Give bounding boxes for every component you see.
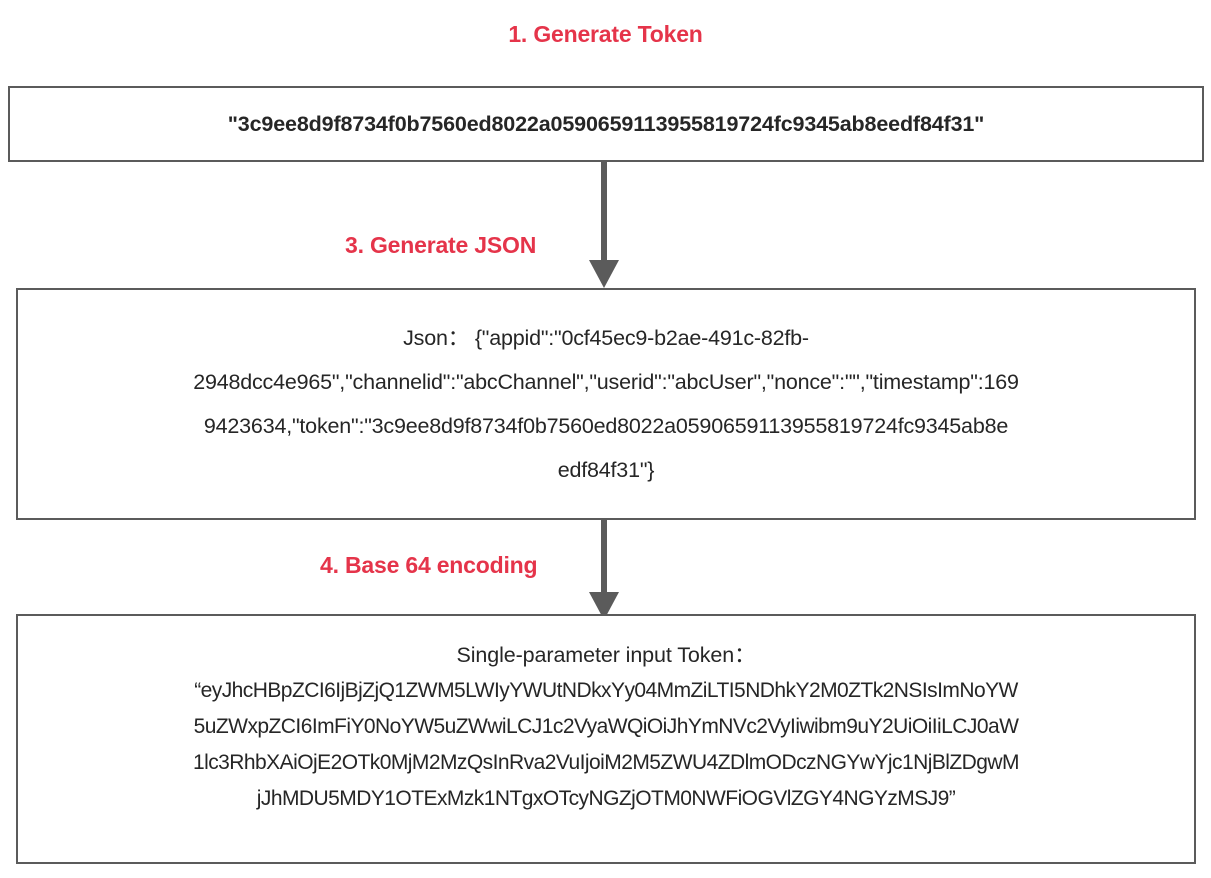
step-heading-generate-json: 3. Generate JSON <box>345 232 537 258</box>
base64-token-box: Single-parameter input Token： “eyJhcHBpZ… <box>16 614 1196 864</box>
base64-line: “eyJhcHBpZCI6IjBjZjQ1ZWM5LWIyYWUtNDkxYy0… <box>194 679 1018 702</box>
json-line: 9423634,"token":"3c9ee8d9f8734f0b7560ed8… <box>203 414 1009 438</box>
arrow-token-to-json-icon <box>585 162 623 293</box>
json-line: edf84f31"} <box>557 458 655 482</box>
arrow-json-to-base64-icon <box>585 520 623 625</box>
json-line: Json： {"appid":"0cf45ec9-b2ae-491c-82fb- <box>403 326 809 350</box>
base64-box-title: Single-parameter input Token： <box>456 643 756 667</box>
base64-line: 1lc3RhbXAiOjE2OTk0MjM2MzQsInRva2VuIjoiM2… <box>192 751 1020 774</box>
step-heading-base64-encoding: 4. Base 64 encoding <box>320 552 538 578</box>
base64-line: jJhMDU5MDY1OTExMzk1NTgxOTcyNGZjOTM0NWFiO… <box>256 787 956 810</box>
base64-line: 5uZWxpZCI6ImFiY0NoYW5uZWwiLCJ1c2VyaWQiOi… <box>193 715 1019 738</box>
token-value: "3c9ee8d9f8734f0b7560ed8022a059065911395… <box>227 111 985 136</box>
token-box: "3c9ee8d9f8734f0b7560ed8022a059065911395… <box>8 86 1204 162</box>
json-box: Json： {"appid":"0cf45ec9-b2ae-491c-82fb-… <box>16 288 1196 520</box>
json-line: 2948dcc4e965","channelid":"abcChannel","… <box>193 370 1019 394</box>
step-heading-generate-token: 1. Generate Token <box>508 21 703 47</box>
